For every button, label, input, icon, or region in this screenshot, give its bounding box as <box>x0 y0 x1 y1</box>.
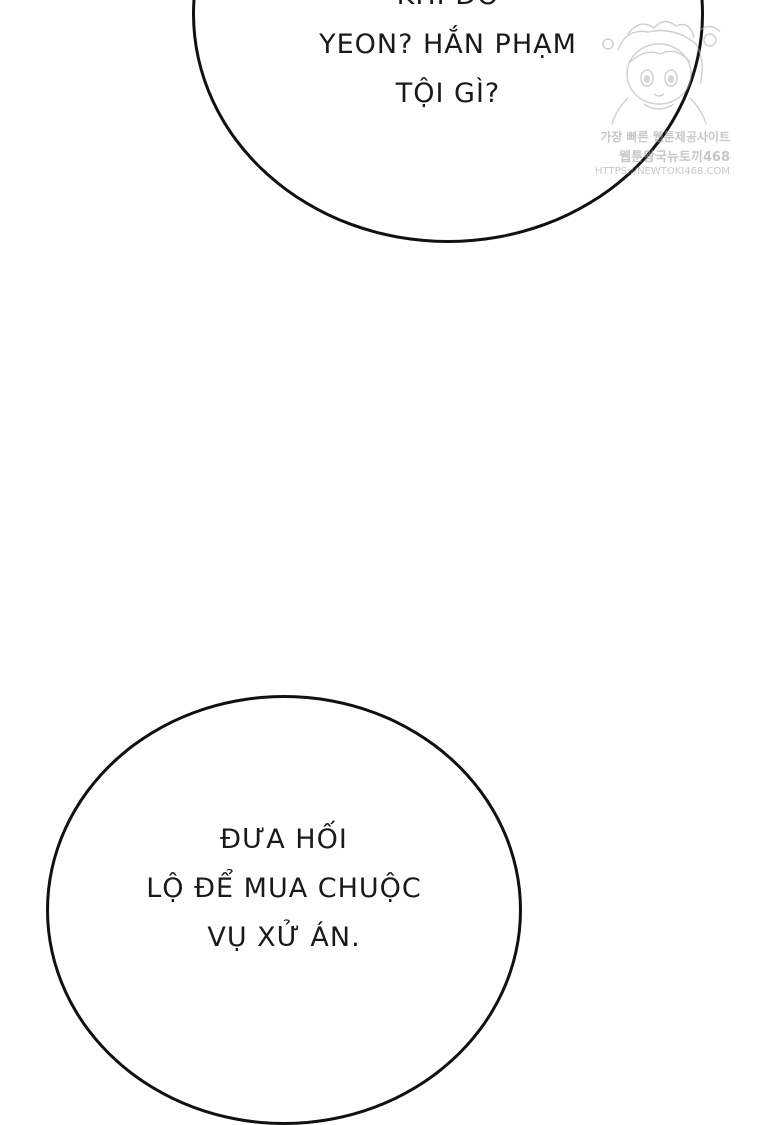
site-watermark: 가장 빠른 웹툰제공사이트 웹툰왕국뉴토끼468 HTTPS://NEWTOKI… <box>588 14 730 189</box>
bubble-top-line-1: KHI ĐÓ <box>192 0 704 20</box>
watermark-line-3: HTTPS://NEWTOKI468.COM <box>595 166 730 177</box>
speech-bubble-bottom-text: ĐƯA HỐI LỘ ĐỂ MUA CHUỘC VỤ XỬ ÁN. <box>46 815 522 962</box>
anime-girl-mascot-icon <box>602 20 721 125</box>
bubble-bottom-line-2: LỘ ĐỂ MUA CHUỘC <box>146 873 422 904</box>
watermark-line-1: 가장 빠른 웹툰제공사이트 <box>600 130 730 144</box>
speech-bubble-top-text: KHI ĐÓ YEON? HẮN PHẠM TỘI GÌ? <box>192 0 704 118</box>
bubble-bottom-line-3: VỤ XỬ ÁN. <box>207 922 361 953</box>
watermark-line-2: 웹툰왕국뉴토끼468 <box>619 150 730 165</box>
bubble-top-line-2: YEON? HẮN PHẠM <box>319 29 577 60</box>
bubble-bottom-line-1: ĐƯA HỐI <box>220 824 348 855</box>
bubble-top-line-3: TỘI GÌ? <box>395 78 501 109</box>
